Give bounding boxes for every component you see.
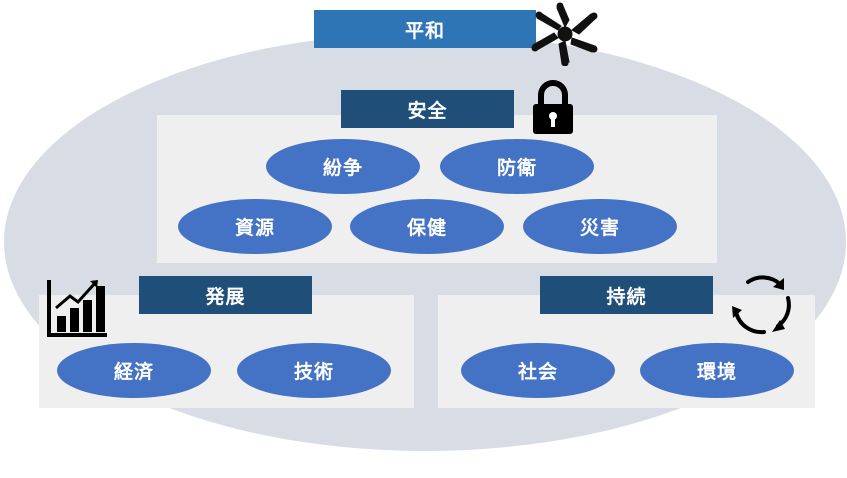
development-item-technology: 技術 bbox=[237, 343, 391, 398]
peace-title: 平和 bbox=[314, 10, 536, 48]
growth-chart-icon bbox=[46, 278, 110, 338]
sustainability-title: 持続 bbox=[540, 276, 713, 314]
security-item-health: 保健 bbox=[350, 199, 504, 254]
security-item-disaster: 災害 bbox=[523, 199, 677, 254]
padlock-icon bbox=[528, 80, 578, 136]
security-item-conflict: 紛争 bbox=[266, 139, 420, 194]
security-item-resources: 資源 bbox=[178, 199, 332, 254]
development-title: 発展 bbox=[139, 276, 312, 314]
security-title: 安全 bbox=[341, 90, 514, 128]
security-item-defense: 防衛 bbox=[440, 139, 594, 194]
development-item-economy: 経済 bbox=[57, 343, 211, 398]
hands-together-icon bbox=[527, 2, 601, 67]
cycle-arrows-icon bbox=[728, 270, 796, 338]
sustainability-item-society: 社会 bbox=[461, 343, 615, 398]
sustainability-item-environment: 環境 bbox=[640, 343, 794, 398]
